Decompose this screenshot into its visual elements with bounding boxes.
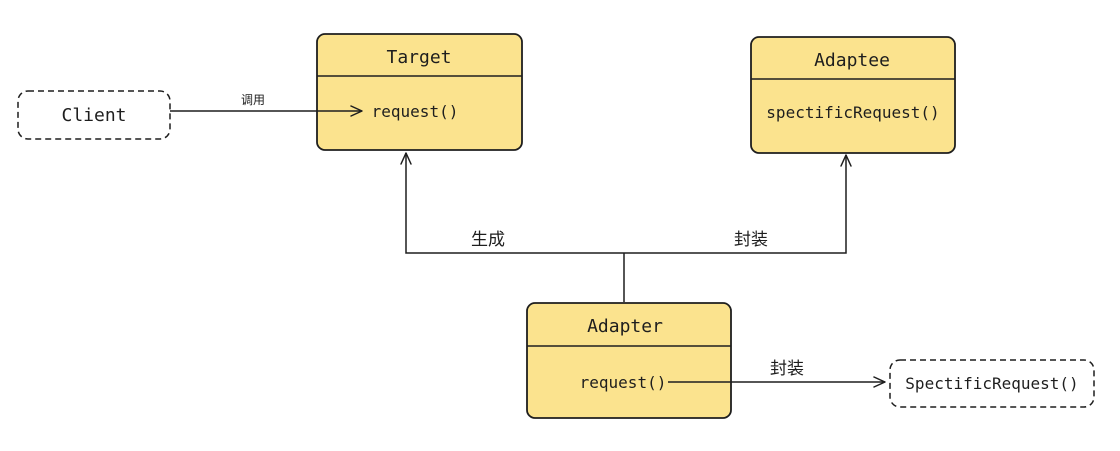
adapter-box bbox=[526, 302, 732, 419]
specific-request-node[interactable]: SpectificRequest() bbox=[889, 359, 1095, 408]
target-class[interactable]: Target request() bbox=[316, 33, 523, 151]
client-label: Client bbox=[61, 105, 126, 126]
edge-adapter-to-specific: 封装 bbox=[668, 359, 886, 388]
client-node[interactable]: Client bbox=[17, 90, 171, 140]
adapter-member-request: request() bbox=[580, 373, 667, 392]
target-box bbox=[316, 33, 523, 151]
edge-adapter-to-specific-label: 封装 bbox=[770, 359, 804, 379]
edge-adapter-links: 生成 封装 bbox=[400, 152, 852, 302]
edge-client-to-target-label: 调用 bbox=[241, 93, 265, 107]
edge-adapter-to-adaptee-label: 封装 bbox=[734, 230, 768, 250]
edge-adapter-to-target-line bbox=[400, 152, 624, 254]
adaptee-title: Adaptee bbox=[814, 50, 890, 71]
target-member-request: request() bbox=[372, 102, 459, 121]
specific-request-box bbox=[889, 359, 1095, 408]
client-box bbox=[17, 90, 171, 140]
adapter-class[interactable]: Adapter request() bbox=[526, 302, 732, 419]
specific-request-label: SpectificRequest() bbox=[905, 374, 1078, 393]
adapter-title: Adapter bbox=[587, 316, 663, 337]
edge-client-to-target: 调用 bbox=[170, 93, 363, 117]
adaptee-box bbox=[750, 36, 956, 154]
edge-adapter-to-adaptee-line bbox=[624, 154, 852, 254]
target-title: Target bbox=[386, 47, 451, 68]
adaptee-member-spectific-request: spectificRequest() bbox=[766, 103, 939, 122]
adaptee-class[interactable]: Adaptee spectificRequest() bbox=[750, 36, 956, 154]
edge-adapter-to-target-label: 生成 bbox=[471, 230, 505, 250]
